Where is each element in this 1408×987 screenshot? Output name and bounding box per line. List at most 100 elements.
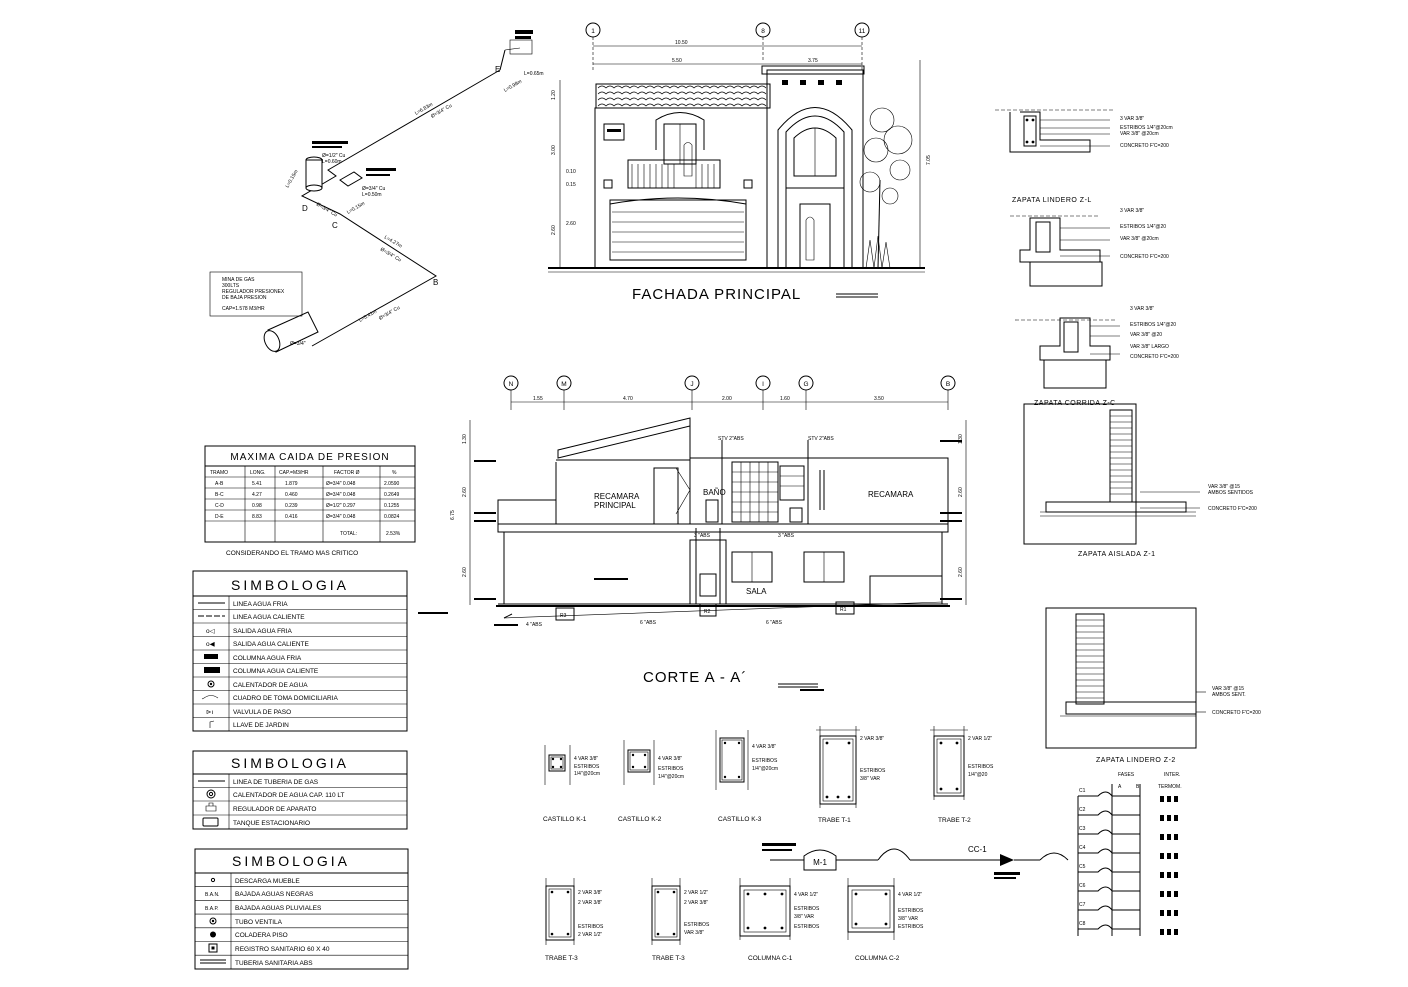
- circuit-c6: C6: [1079, 883, 1086, 889]
- fachada-principal-elevation: 1 8 11 10.50 5.50 3.75 1.20 3.00 2.60 0.…: [548, 22, 932, 303]
- trabe-t1-label: TRABE T-1: [818, 817, 851, 824]
- svg-text:ESTRIBOS 1/4"@20cm: ESTRIBOS 1/4"@20cm: [1120, 125, 1173, 131]
- trabe-t3a-label: TRABE T-3: [545, 955, 578, 962]
- sa-item-7: CUADRO DE TOMA DOMICILIARIA: [233, 695, 339, 702]
- trabe-t2-label: TRABE T-2: [938, 817, 971, 824]
- th-pct: %: [392, 470, 397, 476]
- axis-marker-m: M: [556, 375, 572, 391]
- cell-r2c0: C-D: [215, 503, 224, 509]
- circuit-c5: C5: [1079, 864, 1086, 870]
- cell-r3c1: 8.83: [252, 514, 262, 520]
- svg-text:2 VAR 1/2": 2 VAR 1/2": [578, 932, 602, 938]
- svg-text:ESTRIBOS: ESTRIBOS: [574, 764, 600, 770]
- svg-text:Ø=1/2" Cu: Ø=1/2" Cu: [322, 153, 346, 159]
- sa-item-5: COLUMNA AGUA CALIENTE: [233, 668, 319, 675]
- svg-text:G: G: [803, 381, 808, 388]
- svg-text:CONCRETO F'C=200: CONCRETO F'C=200: [1120, 143, 1169, 149]
- pressure-table-note: CONSIDERANDO EL TRAMO MAS CRITICO: [226, 550, 358, 557]
- zapata-corrida-zc-top: 3 VAR 3/8" ESTRIBOS 1/4"@20 VAR 3/8" @20…: [1010, 208, 1169, 287]
- cell-r0c3: Ø=3/4" 0.048: [326, 481, 356, 487]
- fase-b-label: B: [1136, 784, 1140, 790]
- svg-text:2 VAR 1/2": 2 VAR 1/2": [968, 736, 992, 742]
- meter-m1: M-1: [803, 849, 837, 871]
- register-icon: [208, 943, 218, 953]
- fase-a-label: A: [1118, 784, 1122, 790]
- svg-text:1.30: 1.30: [958, 434, 964, 444]
- pipe-label-1: 3 "ABS: [694, 533, 711, 539]
- termomagnetic-breakers: [1160, 796, 1178, 935]
- svg-text:10.50: 10.50: [675, 40, 688, 46]
- svg-text:1.30: 1.30: [462, 434, 468, 444]
- svg-text:L=0.65m: L=0.65m: [524, 71, 544, 77]
- columna-c1-label: COLUMNA C-1: [748, 955, 793, 962]
- castillo-k1-label: CASTILLO K-1: [543, 816, 587, 823]
- gas-box-line-2: 300LTS: [222, 283, 240, 289]
- tree-drawing: [859, 107, 913, 269]
- sg-item-3: TANQUE ESTACIONARIO: [233, 820, 310, 827]
- svg-text:4 VAR 3/8": 4 VAR 3/8": [658, 756, 682, 762]
- circuit-c3: C3: [1079, 826, 1086, 832]
- svg-text:ESTRIBOS: ESTRIBOS: [658, 766, 684, 772]
- svg-text:Ø=3/4" Cu: Ø=3/4" Cu: [430, 103, 453, 120]
- fachada-title: FACHADA PRINCIPAL: [632, 286, 801, 303]
- svg-text:3.00: 3.00: [551, 145, 557, 155]
- corte-title: CORTE A - A´: [643, 669, 747, 686]
- svg-text:2.60: 2.60: [566, 221, 576, 227]
- pipe-label-4: 6 "ABS: [640, 620, 657, 626]
- svg-text:VAR 3/8" @20cm: VAR 3/8" @20cm: [1120, 131, 1159, 137]
- trabe-t3b-label: TRABE T-3: [652, 955, 685, 962]
- sa-item-6: CALENTADOR DE AGUA: [233, 682, 308, 689]
- axis-marker-i: I: [755, 375, 771, 391]
- svg-text:VAR 3/8": VAR 3/8": [684, 930, 704, 936]
- pipe-label-3: 4 "ABS: [526, 622, 543, 628]
- total-label: TOTAL:: [340, 531, 357, 537]
- balcony-rails: [631, 164, 715, 188]
- svg-text:8: 8: [761, 28, 765, 35]
- svg-text:3 VAR 3/8": 3 VAR 3/8": [1130, 306, 1154, 312]
- svg-text:4.70: 4.70: [623, 396, 633, 402]
- garden-tap-icon: [209, 720, 215, 728]
- ss-item-5: REGISTRO SANITARIO 60 X 40: [235, 946, 330, 953]
- th-factor: FACTOR Ø: [334, 470, 360, 476]
- th-long: LONG.: [250, 470, 266, 476]
- pressure-table: MAXIMA CAIDA DE PRESION TRAMO LONG. CAP.…: [204, 445, 416, 557]
- svg-text:5.50: 5.50: [672, 58, 682, 64]
- svg-text:L=5.41m: L=5.41m: [358, 309, 378, 324]
- svg-text:1: 1: [591, 28, 595, 35]
- cell-r2c2: 0.239: [285, 503, 298, 509]
- svg-text:4 VAR 1/2": 4 VAR 1/2": [794, 892, 818, 898]
- room-sala: SALA: [746, 587, 767, 596]
- svg-text:6 "ABS: 6 "ABS: [766, 620, 783, 626]
- ss-item-6: TUBERIA SANITARIA ABS: [235, 960, 313, 967]
- castillo-k2-label: CASTILLO K-2: [618, 816, 662, 823]
- discharge-icon: [210, 877, 216, 883]
- svg-text:3/8" VAR: 3/8" VAR: [860, 776, 880, 782]
- cell-r3c4: 0.0824: [384, 514, 400, 520]
- total-value: 2.53%: [386, 531, 401, 537]
- svg-text:R3: R3: [560, 613, 567, 619]
- tank-icon: [202, 817, 219, 827]
- svg-text:2.60: 2.60: [958, 567, 964, 577]
- th-cap: CAP.=M3/HR: [279, 470, 309, 476]
- ss-item-3: TUBO VENTILA: [235, 919, 283, 926]
- svg-text:11: 11: [859, 28, 866, 35]
- svg-text:6.75: 6.75: [450, 510, 456, 520]
- svg-text:4 VAR 3/8": 4 VAR 3/8": [752, 744, 776, 750]
- electrical-diagram: M-1 CC-1 FASES A B INTER. TERMOM. C1: [762, 772, 1182, 936]
- svg-text:3.75: 3.75: [808, 58, 818, 64]
- svg-text:ESTRIBOS: ESTRIBOS: [752, 758, 778, 764]
- svg-text:7.05: 7.05: [926, 155, 932, 165]
- sa-item-0: LINEA AGUA FRIA: [233, 601, 288, 608]
- svg-text:2.60: 2.60: [462, 487, 468, 497]
- svg-text:J: J: [690, 381, 693, 388]
- roof-tiles: [597, 85, 767, 107]
- cell-r1c4: 0.2649: [384, 492, 400, 498]
- zapata-z1-label: ZAPATA AISLADA Z-1: [1078, 551, 1155, 558]
- svg-text:2 VAR 3/8": 2 VAR 3/8": [860, 736, 884, 742]
- svg-text:L=0.98m: L=0.98m: [503, 79, 523, 94]
